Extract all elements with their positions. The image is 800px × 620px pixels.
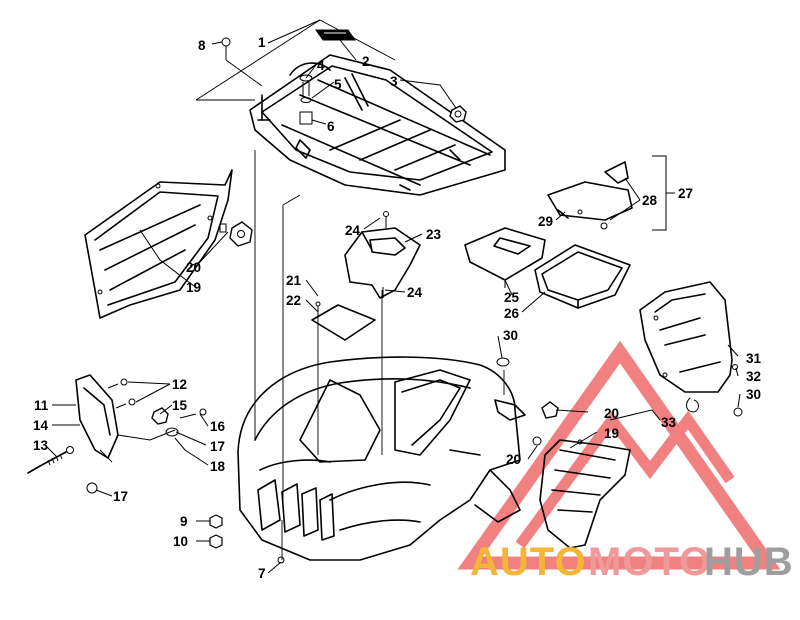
callout-18: 18 [210,459,226,474]
callout-30-center: 30 [503,328,518,343]
callout-14: 14 [33,418,49,433]
storage-tray [534,244,631,309]
callout-31: 31 [746,351,762,366]
callout-22: 22 [286,293,301,308]
rack-nut [449,105,467,123]
callout-27: 27 [678,186,693,201]
callout-24-lower: 24 [407,285,423,300]
rack-fastener-stack [299,74,313,125]
callout-30-right: 30 [746,387,761,402]
callout-23: 23 [426,227,442,242]
callout-11: 11 [34,398,49,413]
headlight-bulb [27,446,74,474]
callout-29: 29 [538,214,553,229]
front-grille [257,479,335,541]
callout-labels: 1 2 3 4 5 6 7 8 9 10 11 12 13 14 15 16 1… [33,35,762,581]
label-plate [315,29,356,41]
callout-19-left: 19 [186,280,201,295]
callout-1: 1 [258,35,266,50]
watermark-word-auto: AUTO [470,540,587,584]
callout-17-upper: 17 [210,439,225,454]
right-side-shield [639,281,733,393]
left-panel-fastener [219,221,253,247]
watermark-word-hub: HUB [704,540,794,584]
callout-7: 7 [258,566,266,581]
callout-20-left: 20 [186,260,201,275]
callout-8: 8 [198,38,206,53]
callout-28: 28 [642,193,658,208]
callout-26: 26 [504,306,520,321]
bracket-27 [652,155,675,231]
headlight-fasteners [86,378,207,494]
callout-32: 32 [746,369,761,384]
callout-33: 33 [661,415,677,430]
right-lower-panel [539,439,631,549]
rack-bolt [221,37,231,56]
watermark-text: AUTO MOTO HUB [470,540,794,584]
callout-6: 6 [327,119,335,134]
assembly-center-lines [195,19,505,560]
small-cover [547,161,633,230]
callout-16: 16 [210,419,226,434]
callout-25: 25 [504,290,520,305]
callout-3: 3 [390,74,398,89]
callout-24-upper: 24 [345,223,361,238]
callout-9: 9 [180,514,188,529]
callout-20-right-lower: 20 [506,452,521,467]
callout-20-right-upper: 20 [604,406,619,421]
center-cover-panel [344,211,421,299]
callout-10: 10 [173,534,188,549]
rear-rack [249,54,506,196]
callout-21: 21 [286,273,302,288]
callout-17-lower: 17 [113,489,128,504]
callout-15: 15 [172,398,188,413]
callout-2: 2 [362,54,370,69]
decal-plate [311,301,376,341]
leader-lines [44,19,741,574]
callout-12: 12 [172,377,187,392]
right-panel-fasteners [494,399,559,446]
watermark-word-moto: MOTO [588,540,711,584]
left-side-panel [84,169,233,319]
callout-5: 5 [334,77,342,92]
storage-lid [464,227,546,288]
right-shield-fasteners [686,364,743,417]
callout-4: 4 [317,58,325,73]
front-fender-body [237,356,521,561]
front-fasteners [209,357,510,564]
callout-19-right: 19 [604,426,619,441]
callout-13: 13 [33,438,49,453]
